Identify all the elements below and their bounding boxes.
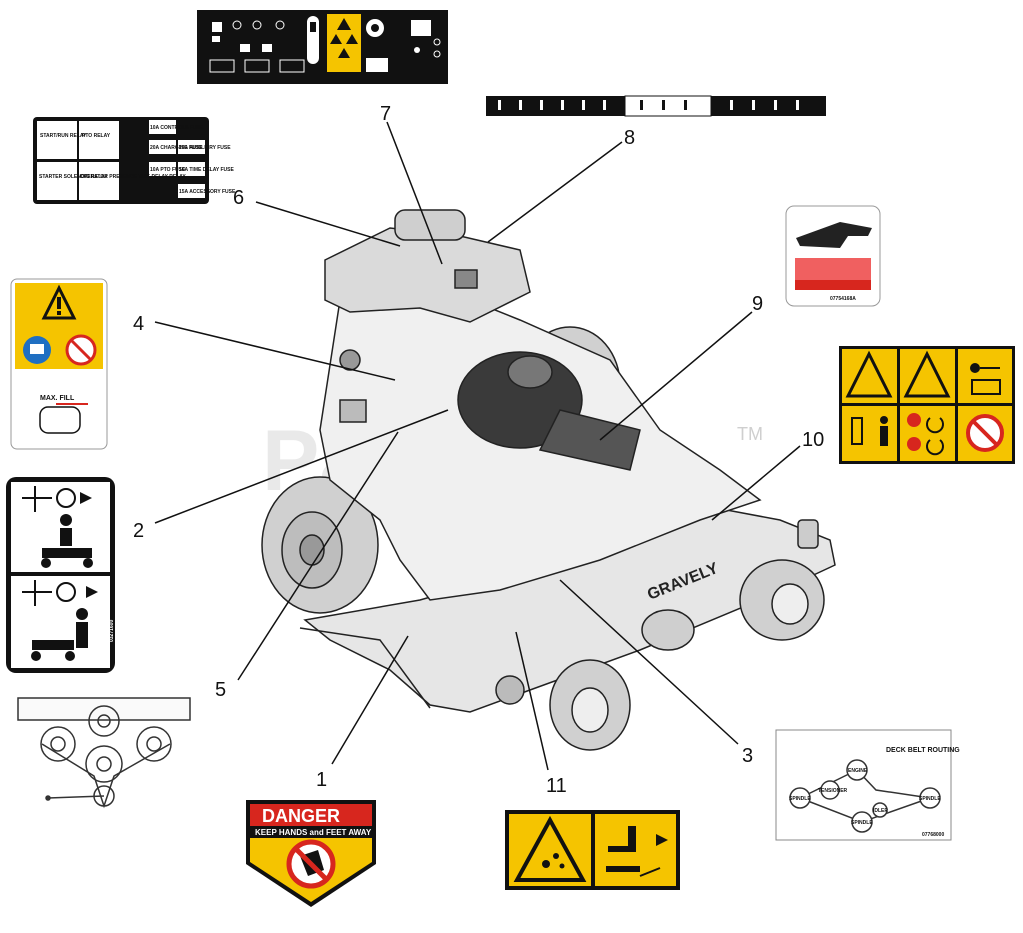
fuse-2: 20A CHARGING FUSE — [150, 145, 203, 151]
fuel-tank-icon — [39, 406, 81, 434]
safety-symbols-decal[interactable] — [839, 346, 1015, 464]
fuse-3: 15A AUXILIARY FUSE — [179, 145, 231, 151]
pulley-engine-label: ENGINE — [848, 768, 868, 774]
danger-subtitle: KEEP HANDS and FEET AWAY — [255, 828, 372, 837]
belt-decal-title: DECK BELT ROUTING — [886, 747, 960, 754]
hand-decal-part-number: 07754168A — [830, 296, 856, 302]
rotating-blade-icon — [907, 413, 921, 427]
deck-belt-routing-decal[interactable]: DECK BELT ROUTING ENGINE TENSIONER SPIND… — [775, 729, 960, 841]
fuse-cell-2: PTO RELAY — [82, 133, 111, 139]
pulley-assembly-drawing[interactable] — [17, 697, 191, 809]
fuse-panel-decal[interactable]: START/RUN RELAY PTO RELAY STARTER SOLENO… — [33, 117, 236, 204]
callout-1[interactable]: 1 — [316, 769, 327, 791]
fuse-1: 10A CONTROLS FUSE — [150, 125, 204, 131]
fuse-cell-1: START/RUN RELAY — [40, 133, 87, 139]
callout-numbers: 1 2 3 4 5 6 7 8 9 10 11 — [133, 103, 824, 797]
seat-lever-icon — [22, 486, 92, 512]
danger-keep-hands-decal[interactable]: DANGER KEEP HANDS and FEET AWAY — [246, 800, 376, 907]
manual-icon — [971, 379, 1001, 395]
danger-title: DANGER — [262, 806, 340, 826]
pulley-spindle-right-label: SPINDLE — [919, 796, 941, 802]
seated-operator-icon — [41, 514, 93, 568]
slope-warning-icon — [845, 350, 893, 398]
control-panel-decal[interactable] — [197, 10, 448, 84]
callout-7[interactable]: 7 — [380, 103, 391, 125]
callout-3[interactable]: 3 — [742, 745, 753, 767]
key-icon — [970, 363, 980, 373]
operator-presence-decal[interactable]: 03271600 — [6, 477, 115, 673]
thrown-object-warning-icon — [903, 350, 951, 398]
hand-icon — [796, 222, 872, 248]
callout-4[interactable]: 4 — [133, 313, 144, 335]
thrown-debris-icon — [513, 815, 587, 882]
pulley-spindle-left-label: SPINDLE — [789, 796, 811, 802]
fuel-max-fill-text: MAX. FILL — [40, 395, 75, 402]
callout-11[interactable]: 11 — [546, 775, 567, 797]
pulley-spindle-bottom-label: SPINDLE — [851, 820, 873, 826]
watermark-tm: TM — [737, 424, 763, 444]
fuse-cell-3: STARTER SOLENOID RELAY — [39, 174, 108, 180]
callout-5[interactable]: 5 — [215, 679, 226, 701]
callout-9[interactable]: 9 — [752, 293, 763, 315]
fuse-5: 10A TIME DELAY FUSE — [179, 167, 234, 173]
seat-lever-released-icon — [22, 580, 98, 606]
pulley-idler-label: IDLER — [873, 808, 888, 814]
fuse-6: 15A ACCESSORY FUSE — [179, 189, 236, 195]
fuse-4: 10A PTO FUSE — [150, 167, 186, 173]
mower-drawing[interactable]: GRAVELY — [261, 209, 836, 751]
pulley-tensioner-label: TENSIONER — [818, 788, 848, 794]
fuel-warning-decal[interactable]: MAX. FILL — [10, 278, 108, 450]
warning-triangle-icon — [41, 284, 77, 320]
callout-lines — [154, 121, 801, 771]
hand-hazard-decal[interactable]: 07754168A — [785, 205, 881, 307]
belt-decal-part-number: 07768000 — [922, 832, 944, 838]
gauge-strip-decal[interactable] — [486, 95, 826, 117]
deck-lift-warning-decal[interactable] — [505, 810, 680, 890]
left-decal-part-number: 03271600 — [109, 620, 115, 642]
standing-operator-icon — [31, 608, 88, 661]
fuse-cell-4: OPERATOR PRESENCE TIME DELAY RELAY — [80, 174, 186, 180]
callout-2[interactable]: 2 — [133, 520, 144, 542]
callout-10[interactable]: 10 — [802, 429, 824, 451]
callout-8[interactable]: 8 — [624, 127, 635, 149]
bystander-distance-icon — [851, 417, 863, 445]
deck-lever-icon — [608, 826, 636, 852]
callout-6[interactable]: 6 — [233, 187, 244, 209]
